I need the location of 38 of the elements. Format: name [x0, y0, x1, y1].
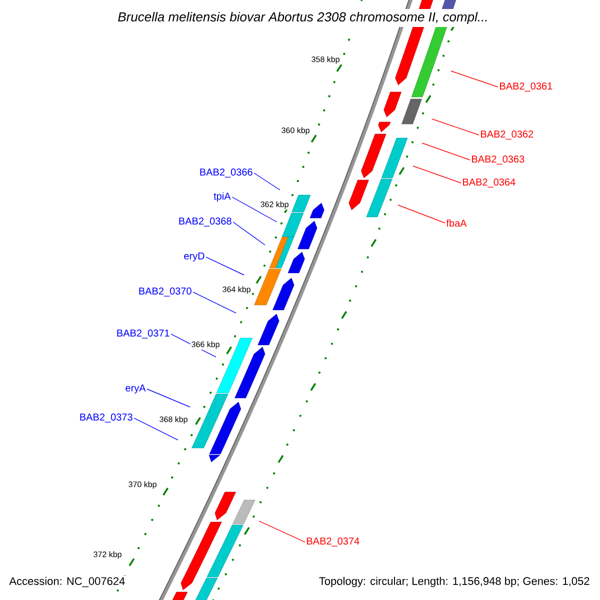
scale-label: 362 kbp: [259, 200, 290, 210]
genome-info-text: Topology: circular; Length: 1,156,948 bp; Genes: 1,052: [318, 576, 591, 588]
leader-line: [232, 222, 266, 246]
scale-label: 372 kbp: [92, 550, 123, 560]
gene-label: BAB2_0364: [463, 178, 516, 188]
gene-label: BAB2_0361: [500, 82, 552, 92]
accession-text: Accession: NC_007624: [8, 576, 126, 588]
scale-label: 360 kbp: [280, 126, 311, 136]
leader-line: [192, 292, 236, 314]
leader-line: [254, 172, 280, 190]
leader-line: [450, 70, 498, 88]
gene-label: BAB2_0366: [200, 168, 252, 178]
leader-line: [432, 118, 480, 136]
gene-label: eryA: [126, 384, 146, 394]
scale-label: 370 kbp: [127, 480, 158, 490]
gene-label: BAB2_0362: [481, 130, 534, 140]
leader-line: [146, 388, 190, 408]
gene-label: BAB2_0368: [179, 218, 232, 226]
scale-label: 364 kbp: [221, 285, 252, 295]
leader-line: [258, 520, 306, 542]
leader-line: [398, 204, 446, 224]
gene-label: BAB2_0373: [80, 414, 132, 422]
gene-label: eryD: [184, 252, 204, 262]
gene-label: BAB2_0371: [117, 330, 170, 338]
gene-label: BAB2_0363: [472, 156, 524, 164]
leader-line: [422, 142, 470, 160]
scale-label: 368 kbp: [158, 415, 189, 425]
gene-label: BAB2_0370: [139, 288, 192, 296]
gene-label: tpiA: [214, 192, 231, 202]
gene-label: fbaA: [446, 219, 467, 227]
title: Brucella melitensis biovar Abortus 2308 chromosome II, compl...: [114, 8, 492, 28]
leader-line: [232, 196, 278, 222]
leader-line: [206, 256, 244, 276]
scale-label: 366 kbp: [190, 340, 221, 350]
leader-line: [412, 166, 462, 184]
scale-label: 358 kbp: [310, 55, 341, 65]
leader-line: [134, 418, 178, 440]
gene-label: BAB2_0374: [307, 538, 360, 546]
